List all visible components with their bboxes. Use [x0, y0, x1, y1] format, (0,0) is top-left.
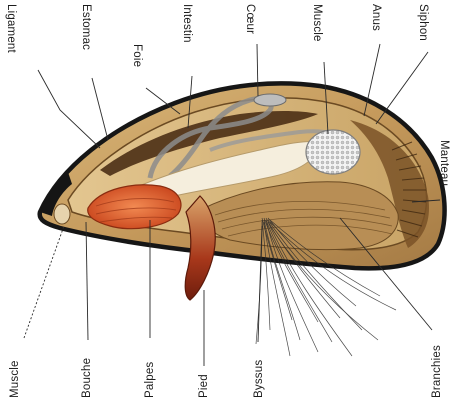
- posterior-muscle-body: [306, 130, 360, 174]
- label-byssus: Byssus: [253, 360, 265, 398]
- label-intestin: Intestin: [181, 4, 193, 43]
- label-muscle-top: Muscle: [311, 4, 323, 42]
- label-siphon: Siphon: [417, 4, 429, 41]
- label-muscle-bottom: Muscle: [9, 360, 21, 398]
- label-palpes: Palpes: [144, 362, 156, 398]
- leader-bouche: [86, 222, 88, 340]
- label-manteau: Manteau: [438, 140, 450, 186]
- leader-ligament: [38, 70, 100, 148]
- leader-siphon: [376, 52, 428, 124]
- label-estomac: Estomac: [80, 4, 92, 50]
- leader-muscle-bottom: [24, 226, 64, 338]
- label-branchies: Branchies: [431, 345, 443, 398]
- leader-estomac: [92, 78, 108, 140]
- label-foie: Foie: [131, 44, 143, 67]
- label-pied: Pied: [198, 374, 210, 398]
- label-bouche: Bouche: [81, 358, 93, 398]
- anterior-muscle: [54, 204, 70, 224]
- heart-shape: [254, 94, 286, 106]
- label-anus: Anus: [370, 4, 382, 31]
- label-ligament: Ligament: [5, 4, 17, 54]
- label-coeur: Cœur: [244, 4, 256, 34]
- posterior-muscle: [306, 130, 360, 174]
